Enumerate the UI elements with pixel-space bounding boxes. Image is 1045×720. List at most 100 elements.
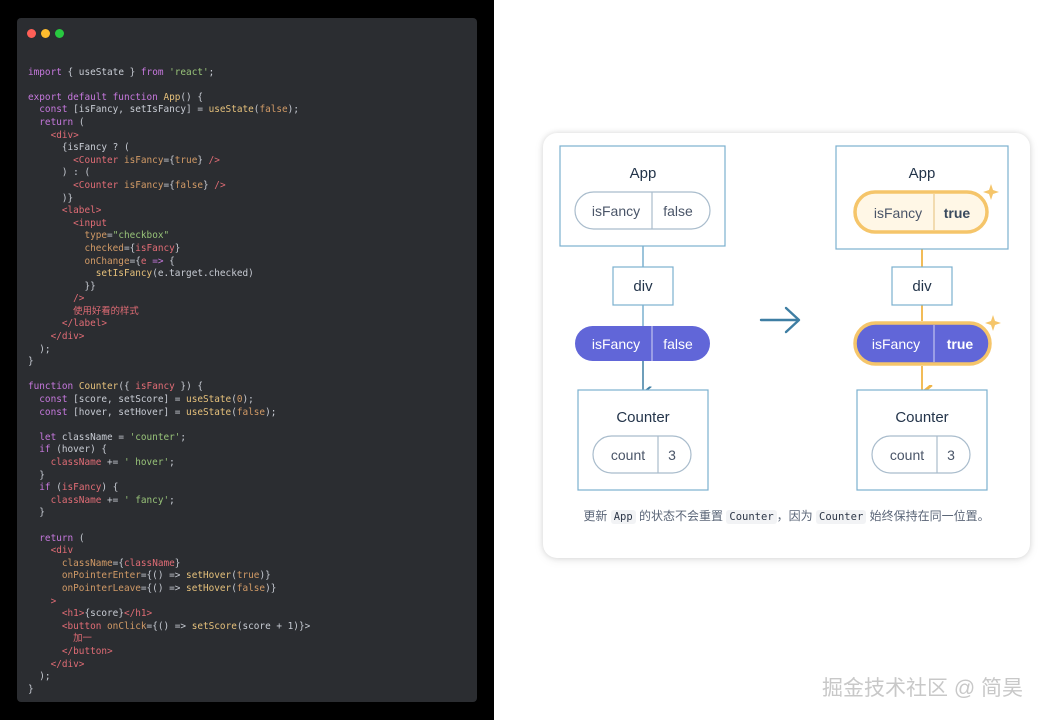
code-editor-window: import { useState } from 'react'; export… — [17, 18, 477, 702]
code-line: className += ' hover'; — [28, 457, 473, 470]
close-window-dot[interactable] — [27, 29, 36, 38]
code-token: let — [28, 431, 62, 443]
code-token: }} — [28, 280, 96, 292]
code-token: </button> — [28, 645, 113, 657]
code-line: const [hover, setHover] = useState(false… — [28, 407, 473, 420]
code-token: } — [28, 356, 34, 368]
code-token: true — [236, 570, 260, 582]
counter-state-name: count — [611, 447, 645, 463]
code-line — [28, 419, 473, 432]
app-state-pill-highlighted — [853, 190, 989, 234]
code-token: </h1> — [123, 608, 153, 620]
code-token: className — [28, 494, 102, 506]
code-line: } — [28, 470, 473, 483]
code-token: isFancy — [61, 482, 102, 494]
code-line: onChange={e => { — [28, 256, 473, 269]
code-token: isFancy — [135, 381, 175, 393]
code-line: const [isFancy, setIsFancy] = useState(f… — [28, 104, 473, 117]
div-label: div — [633, 278, 653, 295]
code-line: setIsFancy(e.target.checked) — [28, 268, 473, 281]
code-token: App — [163, 91, 181, 103]
code-token: if — [28, 482, 57, 494]
code-chip-counter: Counter — [726, 510, 777, 524]
code-token: <Counter — [28, 179, 124, 191]
code-token: } — [197, 154, 209, 166]
transition-arrow-icon — [759, 306, 801, 334]
code-token: ( — [231, 570, 237, 582]
code-token: } — [28, 683, 34, 695]
code-line: if (isFancy) { — [28, 482, 473, 495]
code-token: useState — [208, 104, 254, 116]
code-token: /> — [208, 154, 220, 166]
code-token: return — [28, 532, 79, 544]
code-line: } — [28, 356, 473, 369]
code-token: {isFancy ? ( — [28, 142, 130, 154]
code-token: ( — [56, 482, 62, 494]
code-token: /> — [214, 179, 226, 191]
code-token: {score} — [84, 608, 124, 620]
code-chip-app: App — [610, 510, 636, 524]
code-token: { useState } — [61, 66, 141, 78]
code-line: const [score, setScore] = useState(0); — [28, 394, 473, 407]
code-token: (e.target.checked) — [152, 268, 254, 280]
code-token: isFancy — [123, 154, 164, 166]
code-token: ={ — [123, 242, 136, 254]
code-token: onClick — [107, 620, 147, 632]
code-token: { — [169, 255, 175, 267]
app-title-after: App — [909, 165, 936, 182]
code-token: 0 — [236, 394, 243, 406]
code-token: ( — [253, 104, 260, 116]
code-line: )} — [28, 193, 473, 206]
code-token: ; — [180, 431, 187, 443]
code-token: <h1> — [28, 608, 85, 620]
app-state-value-after: true — [944, 205, 971, 221]
code-token: ( — [231, 582, 237, 594]
code-token: Counter — [78, 381, 119, 393]
code-line: } — [28, 684, 473, 697]
code-block: import { useState } from 'react'; export… — [28, 54, 473, 696]
code-line: <div> — [28, 130, 473, 143]
code-line: ); — [28, 671, 473, 684]
code-line: <label> — [28, 205, 473, 218]
code-line: {isFancy ? ( — [28, 142, 473, 155]
code-token: )} — [28, 192, 74, 204]
sparkle-icon — [983, 184, 999, 200]
code-line: <div — [28, 545, 473, 558]
app-state-pill — [574, 191, 711, 230]
component-tree-diagram: App isFancy false div isFancy false Coun… — [559, 145, 1009, 491]
minimize-window-dot[interactable] — [41, 29, 50, 38]
app-state-value: false — [663, 203, 693, 219]
tree-after: App isFancy true div isFancy true Counte… — [835, 145, 1009, 491]
code-line: </div> — [28, 331, 473, 344]
code-token: } — [28, 507, 45, 519]
code-line: type="checkbox" — [28, 230, 473, 243]
code-token: ); — [265, 406, 277, 418]
code-token: false — [236, 582, 266, 594]
code-token: </div> — [28, 658, 85, 670]
code-token: <Counter — [28, 154, 124, 166]
watermark-text: 掘金技术社区 @ 简昊 — [822, 677, 1023, 700]
code-token: ( — [231, 406, 237, 418]
app-state-name-after: isFancy — [874, 205, 922, 221]
code-line: import { useState } from 'react'; — [28, 67, 473, 80]
code-line: ) : ( — [28, 167, 473, 180]
maximize-window-dot[interactable] — [55, 29, 64, 38]
code-token: false — [236, 406, 266, 418]
prop-name: isFancy — [592, 336, 640, 352]
code-line: function Counter({ isFancy }) { — [28, 381, 473, 394]
counter-title: Counter — [616, 409, 669, 426]
code-line: </div> — [28, 659, 473, 672]
prop-pill — [575, 326, 710, 361]
code-line: checked={isFancy} — [28, 243, 473, 256]
code-line: <button onClick={() => setScore(score + … — [28, 621, 473, 634]
code-token: }) { — [174, 381, 204, 393]
code-token: ={ — [163, 179, 175, 191]
code-token: onChange — [28, 255, 130, 267]
code-token: useState — [186, 406, 232, 418]
code-token: function — [28, 381, 79, 393]
tree-before: App isFancy false div isFancy false Coun… — [559, 145, 726, 491]
code-token: 使用好看的样式 — [28, 305, 139, 317]
code-token: 加一 — [28, 633, 92, 645]
code-token: => — [146, 255, 170, 267]
code-token: false — [259, 104, 288, 116]
